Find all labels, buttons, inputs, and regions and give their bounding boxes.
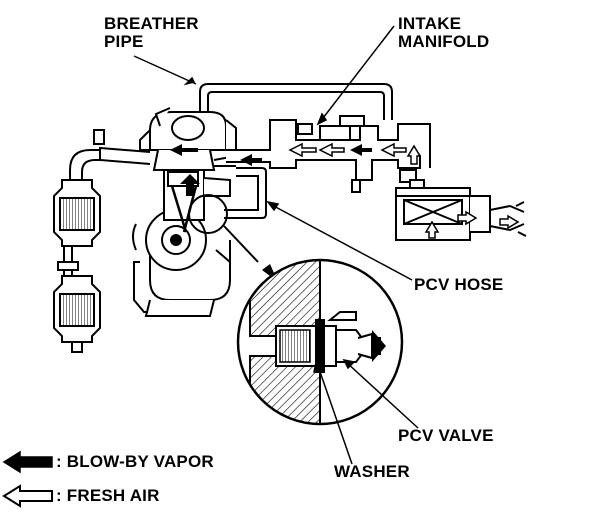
- fresh-air-arrow-icon: [2, 484, 53, 508]
- breather-pipe-label: BREATHER PIPE: [104, 15, 199, 51]
- intake-manifold-label-line1: INTAKE: [398, 14, 462, 33]
- pcv-valve-detail: [236, 258, 404, 426]
- leader-lines: [133, 25, 419, 465]
- intake-manifold-label: INTAKE MANIFOLD: [398, 15, 489, 51]
- legend-blow-by-vapor: : BLOW-BY VAPOR: [56, 452, 214, 471]
- air-flow-arrows-cleaner: [424, 210, 520, 239]
- pcv-hose-label: PCV HOSE: [414, 275, 504, 294]
- intake-manifold-label-line2: MANIFOLD: [398, 32, 490, 51]
- pcv-valve-label: PCV VALVE: [398, 426, 494, 445]
- legend-fresh-air: : FRESH AIR: [56, 486, 160, 505]
- washer-label: WASHER: [334, 462, 410, 481]
- blow-by-vapor-arrow-icon: [2, 450, 53, 474]
- engine-block: [99, 107, 237, 317]
- breather-pipe-label-line1: BREATHER: [104, 14, 199, 33]
- air-flow-arrows-intake: [288, 142, 422, 165]
- pcv-hose-line: [224, 167, 267, 219]
- zoom-source-circle: [188, 194, 228, 234]
- zoom-leader-line: [223, 225, 259, 263]
- breather-pipe: [199, 83, 393, 120]
- blow-by-arrows-head: [170, 144, 200, 196]
- catalytic-converter: [53, 129, 128, 353]
- air-cleaner: [395, 179, 527, 241]
- breather-pipe-label-line2: PIPE: [104, 32, 144, 51]
- blow-by-arrows-intake: [240, 144, 372, 166]
